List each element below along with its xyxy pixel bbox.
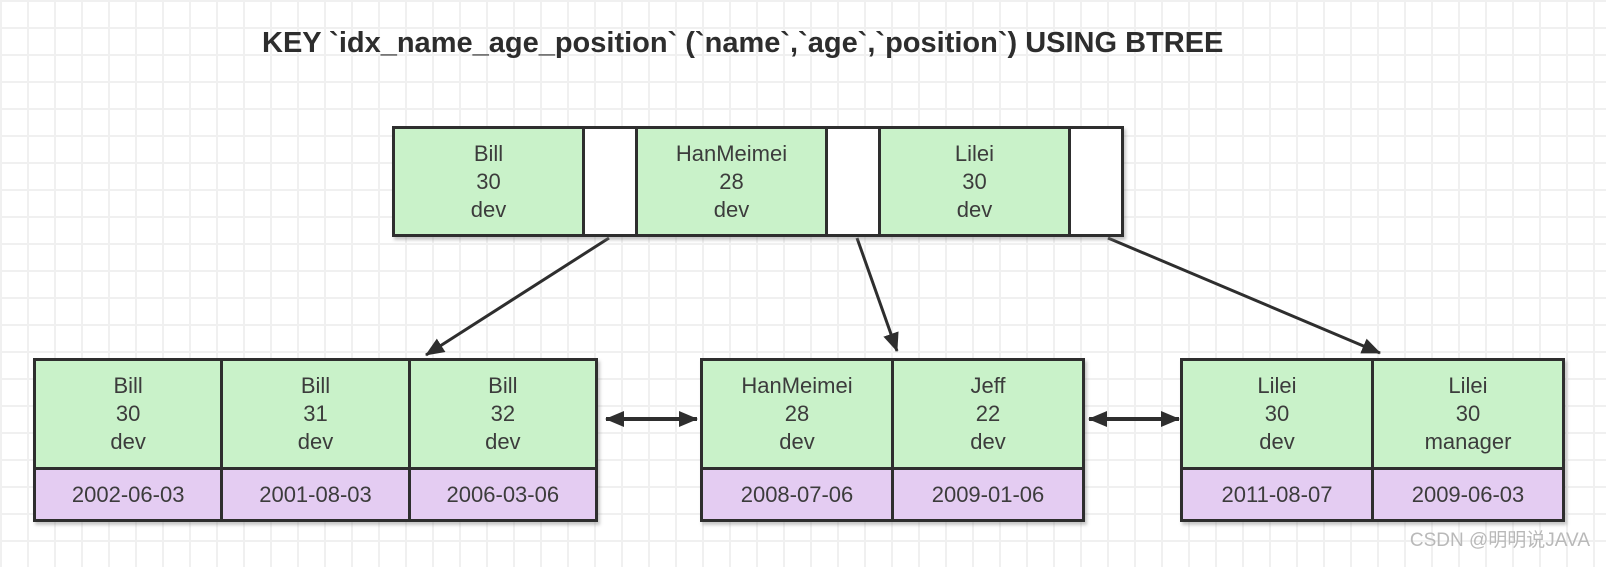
entry-name: HanMeimei — [675, 140, 788, 166]
entry-age: 28 — [719, 168, 744, 194]
entry-name: Bill — [488, 373, 518, 398]
entry-name: Jeff — [970, 373, 1006, 398]
entry-position: dev — [779, 429, 815, 454]
entry-age: 31 — [303, 401, 328, 426]
entry-position: manager — [1424, 429, 1512, 454]
watermark: CSDN @明明说JAVA — [1409, 530, 1590, 551]
entry-age: 30 — [1264, 401, 1290, 426]
leaf-key-cell: HanMeimei 28 dev — [703, 361, 891, 470]
entry-position: dev — [297, 429, 334, 454]
entry-date: 2002-06-03 — [36, 470, 221, 519]
entry-position: dev — [485, 429, 521, 454]
leaf-key-cell: Lilei 30 manager — [1374, 361, 1562, 470]
root-pointer-cell — [1071, 129, 1121, 234]
leaf-node-2: HanMeimei 28 dev 2008-07-06 Jeff 22 dev … — [700, 358, 1085, 522]
leaf-entry: Bill 31 dev 2001-08-03 — [223, 361, 411, 519]
arrow-root-to-leaf-3 — [1107, 236, 1381, 355]
entry-name: Bill — [113, 373, 143, 398]
entry-age: 30 — [962, 168, 987, 194]
leaf-entry: Lilei 30 manager 2009-06-03 — [1374, 361, 1562, 519]
entry-name: HanMeimei — [741, 373, 853, 398]
entry-date: 2006-03-06 — [410, 470, 595, 519]
arrow-root-to-leaf-2 — [855, 237, 899, 352]
entry-date: 2009-01-06 — [894, 470, 1082, 519]
root-key-cell: HanMeimei 28 dev — [638, 129, 828, 234]
leaf-entry: Bill 30 dev 2002-06-03 — [36, 361, 224, 519]
entry-position: dev — [1259, 429, 1295, 454]
root-node: Bill 30 dev HanMeimei 28 dev Lilei 30 de… — [392, 126, 1124, 237]
leaf-entry: Lilei 30 dev 2011-08-07 — [1183, 361, 1374, 519]
root-key-cell: Bill 30 dev — [395, 129, 585, 234]
entry-name: Lilei — [1448, 373, 1488, 398]
root-pointer-cell — [828, 129, 881, 234]
entry-date: 2001-08-03 — [223, 470, 408, 519]
entry-age: 30 — [1455, 401, 1481, 426]
leaf-key-cell: Bill 30 dev — [36, 361, 221, 470]
leaf-node-1: Bill 30 dev 2002-06-03 Bill 31 dev 2001-… — [33, 358, 598, 522]
entry-name: Lilei — [1257, 373, 1297, 398]
entry-position: dev — [470, 196, 507, 222]
leaf-key-cell: Bill 32 dev — [410, 361, 595, 470]
root-key-cell: Lilei 30 dev — [881, 129, 1071, 234]
leaf-entry: Bill 32 dev 2006-03-06 — [410, 361, 595, 519]
leaf-entry: HanMeimei 28 dev 2008-07-06 — [703, 361, 894, 519]
entry-name: Lilei — [954, 140, 995, 166]
entry-position: dev — [956, 196, 993, 222]
entry-age: 30 — [115, 401, 141, 426]
entry-position: dev — [970, 429, 1006, 454]
entry-date: 2008-07-06 — [703, 470, 891, 519]
entry-date: 2011-08-07 — [1183, 470, 1371, 519]
entry-age: 30 — [476, 168, 501, 194]
entry-position: dev — [110, 429, 146, 454]
entry-age: 28 — [784, 401, 810, 426]
leaf-key-cell: Jeff 22 dev — [894, 361, 1082, 470]
root-pointer-cell — [585, 129, 638, 234]
leaf-key-cell: Lilei 30 dev — [1183, 361, 1371, 470]
leaf-key-cell: Bill 31 dev — [223, 361, 408, 470]
arrow-root-to-leaf-1 — [425, 236, 610, 357]
diagram-title: KEY `idx_name_age_position` (`name`,`age… — [262, 27, 1224, 59]
entry-name: Bill — [473, 140, 504, 166]
leaf-entry: Jeff 22 dev 2009-01-06 — [894, 361, 1082, 519]
entry-age: 32 — [490, 401, 516, 426]
leaf-node-3: Lilei 30 dev 2011-08-07 Lilei 30 manager… — [1180, 358, 1565, 522]
entry-position: dev — [713, 196, 750, 222]
entry-name: Bill — [300, 373, 331, 398]
entry-age: 22 — [975, 401, 1001, 426]
entry-date: 2009-06-03 — [1374, 470, 1562, 519]
